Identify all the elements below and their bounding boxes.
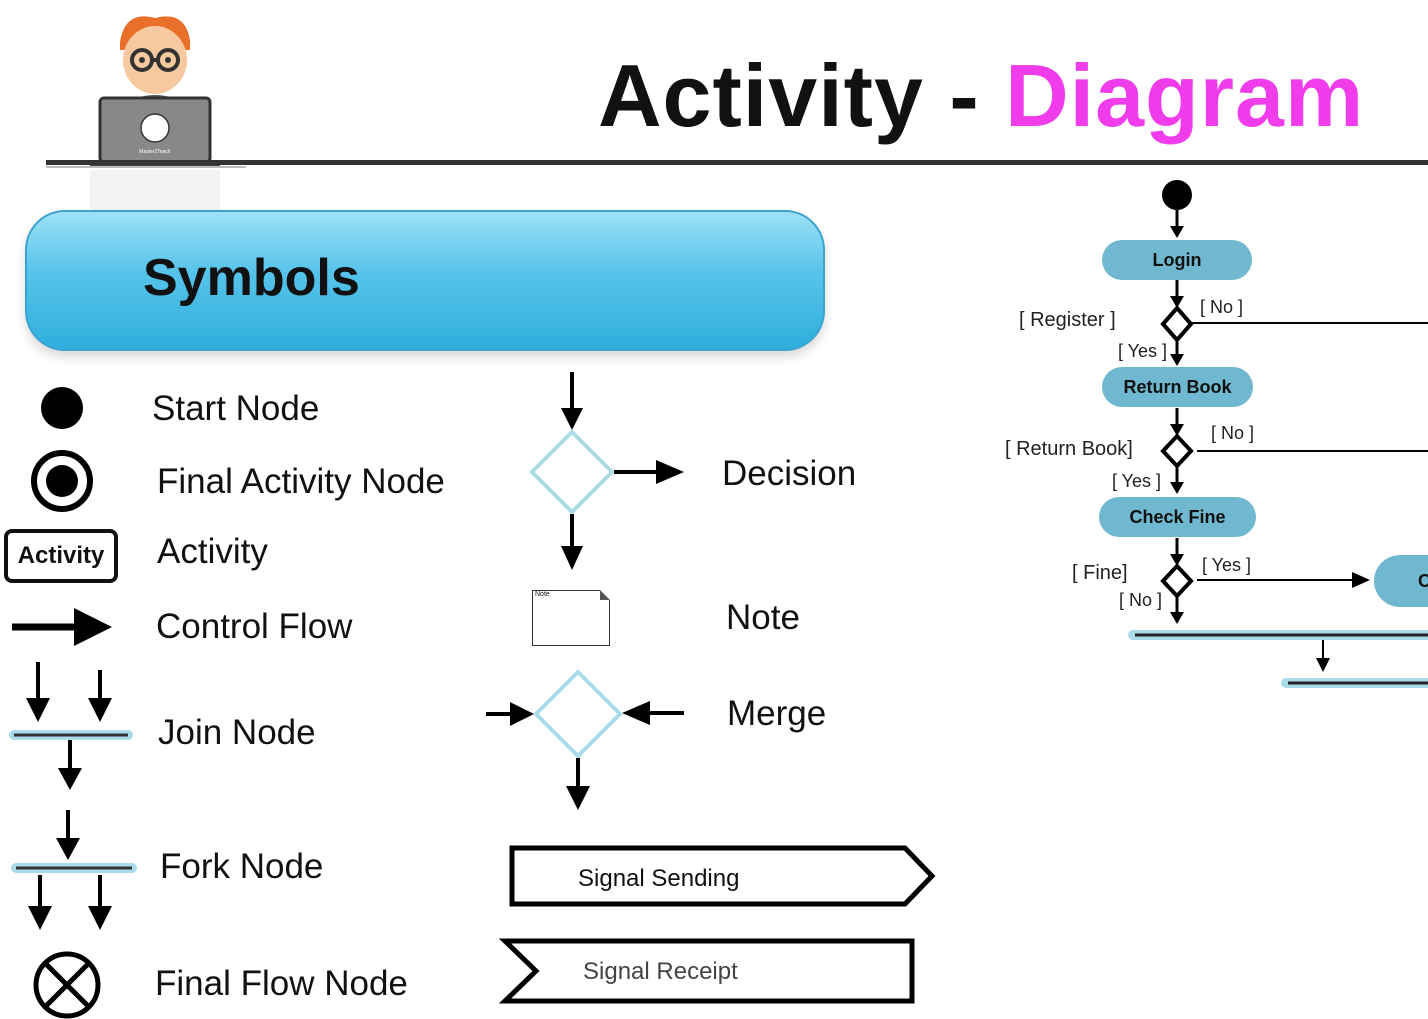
activity-label: Activity [157,532,268,571]
join-node-icon [9,662,133,790]
guard-no-3: [ No ] [1119,590,1163,610]
final-activity-node-label: Final Activity Node [157,462,445,501]
signal-receipt-label: Signal Receipt [583,958,738,985]
symbols-banner-title: Symbols [143,249,360,307]
merge-label: Merge [727,694,827,733]
example-activity-partial: C [1374,555,1428,607]
join-node-label: Join Node [158,713,316,752]
example-activity-return-book: Return Book [1102,367,1253,407]
start-node-label: Start Node [152,389,320,428]
guard-register: [ Register ] [1019,309,1116,331]
guard-no-1: [ No ] [1200,297,1244,317]
title-main: Activity [598,46,924,145]
example-decision-2 [1160,433,1194,469]
guard-no-2: [ No ] [1211,423,1255,443]
fork-node-label: Fork Node [160,847,324,886]
page-title: Activity - Diagram [598,52,1364,140]
control-flow-label: Control Flow [156,607,353,646]
title-accent: Diagram [1005,46,1365,145]
note-box-text: Note [535,591,550,598]
guard-fine: [ Fine] [1072,562,1128,584]
teacher-avatar-logo: Master2Teach [90,16,220,210]
symbols-banner [25,210,825,351]
note-label: Note [726,598,800,637]
example-decision-1 [1160,304,1194,344]
signal-receipt-shape [498,938,915,1004]
logo-text: Master2Teach [139,149,171,155]
header-divider [46,160,1428,165]
guard-return-book: [ Return Book] [1005,438,1133,460]
middle-symbol-graphics [486,372,936,1004]
signal-sending-shape [509,845,936,907]
example-diagram-graphics [1128,180,1428,688]
example-activity-check-fine: Check Fine [1099,497,1256,537]
left-symbol-graphics [9,387,137,1019]
control-flow-icon [12,608,112,646]
guard-yes-3: [ Yes ] [1202,555,1252,575]
fork-node-icon [11,810,137,930]
final-flow-node-label: Final Flow Node [155,964,408,1003]
decision-icon [529,372,684,570]
example-decision-3 [1160,563,1194,599]
start-node-icon [41,387,83,429]
example-start-node [1162,180,1192,210]
header-divider-shadow [46,166,246,168]
note-fold-corner [600,590,610,600]
example-activity-login: Login [1102,240,1252,280]
signal-sending-label: Signal Sending [578,865,740,892]
guard-yes-1: [ Yes ] [1118,341,1168,361]
note-symbol-box: Note [532,590,610,646]
activity-symbol-box: Activity [4,529,118,583]
merge-icon [486,669,684,810]
decision-label: Decision [722,454,857,493]
guard-yes-2: [ Yes ] [1112,471,1162,491]
title-separator: - [949,46,980,145]
final-flow-node-icon [33,951,101,1019]
